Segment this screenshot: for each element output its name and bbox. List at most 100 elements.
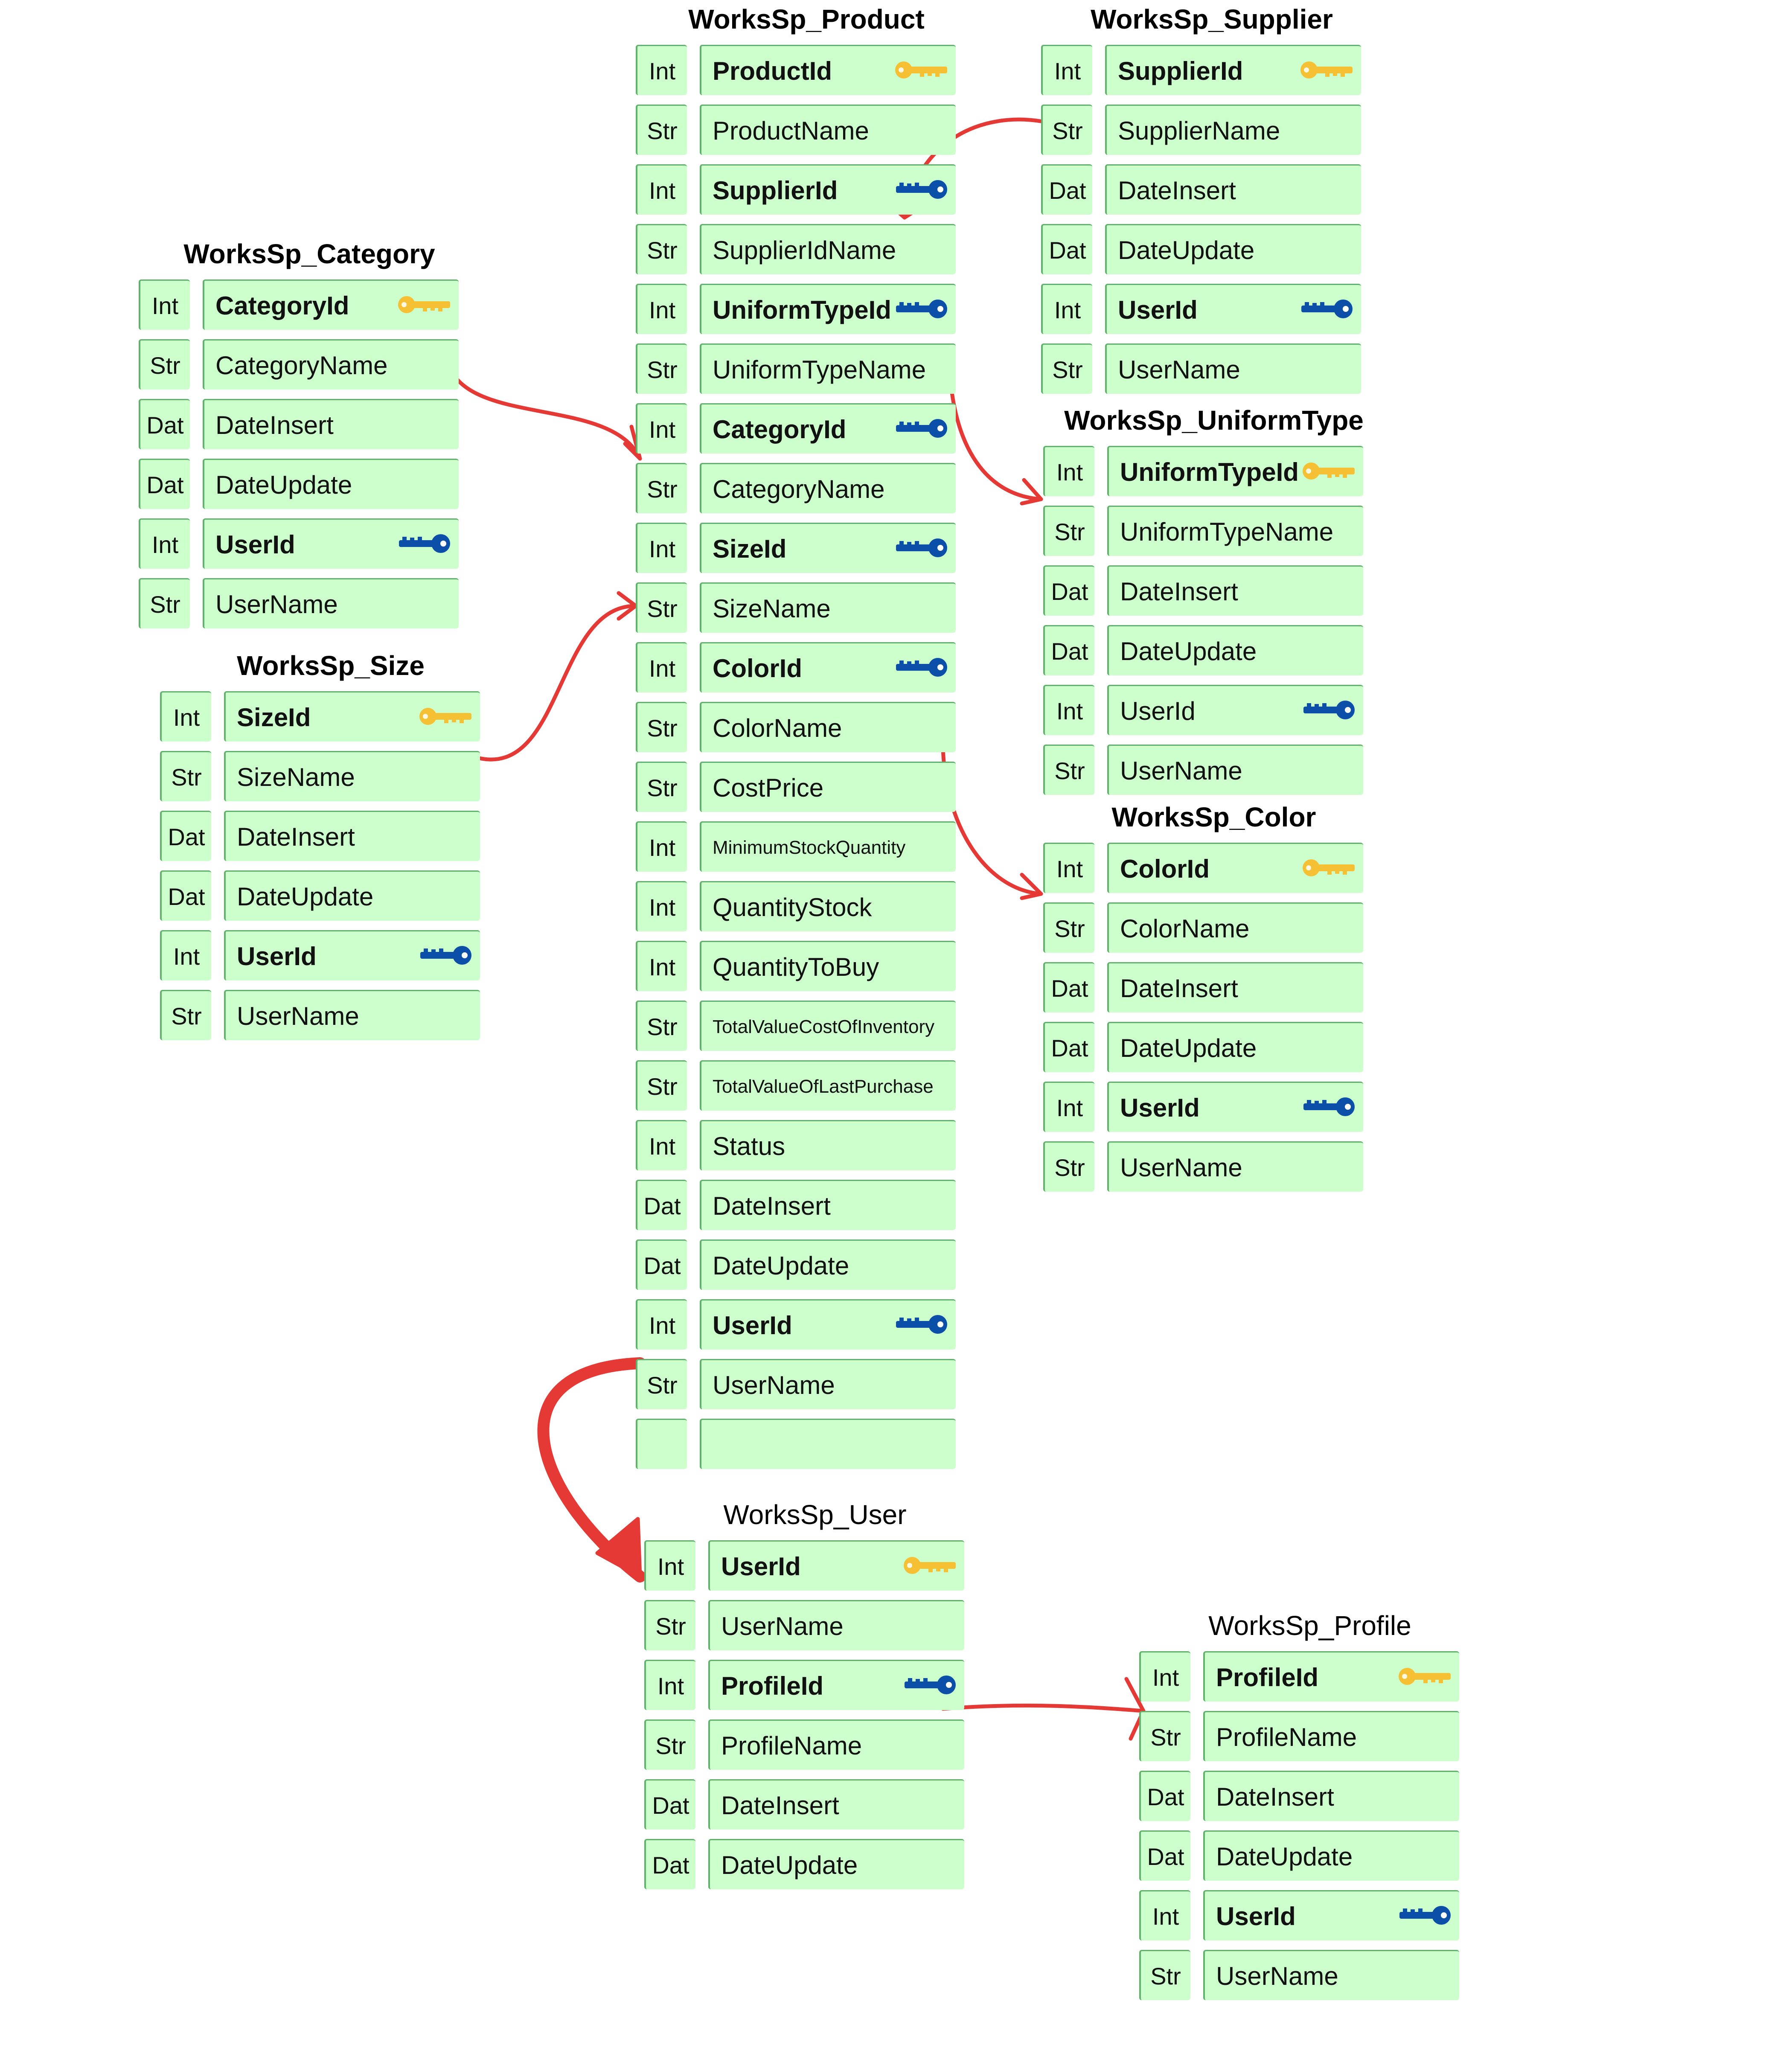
field-name: SupplierName xyxy=(1105,105,1361,155)
field-name: DateUpdate xyxy=(700,1239,956,1290)
field-type: Int xyxy=(139,279,190,330)
field-type: Str xyxy=(139,339,190,390)
field-name xyxy=(700,1419,956,1469)
field-type: Int xyxy=(636,284,687,334)
field-type: Int xyxy=(636,1120,687,1170)
field-name: UserName xyxy=(1107,745,1363,795)
field-name: UserName xyxy=(708,1600,964,1650)
field-row: Str ProfileName xyxy=(644,1719,986,1770)
field-name: UserName xyxy=(203,578,459,628)
field-type: Str xyxy=(1139,1711,1190,1761)
foreign-key-icon xyxy=(892,537,951,559)
field-name: ColorName xyxy=(700,702,956,752)
arrowhead xyxy=(1020,478,1043,506)
relationship-arrow xyxy=(537,1357,646,1583)
field-type: Dat xyxy=(160,870,211,921)
foreign-key-icon xyxy=(416,945,476,966)
field-type: Dat xyxy=(1139,1771,1190,1821)
field-type: Int xyxy=(636,403,687,454)
field-name: UserName xyxy=(1105,343,1361,394)
field-name: DateUpdate xyxy=(203,459,459,509)
field-row: Dat DateInsert xyxy=(1139,1771,1481,1821)
field-name: UserName xyxy=(1107,1141,1363,1192)
foreign-key-icon xyxy=(892,418,951,439)
field-type: Str xyxy=(644,1719,695,1770)
field-row xyxy=(636,1419,977,1469)
field-name: SizeName xyxy=(224,751,480,801)
field-type: Int xyxy=(644,1540,695,1591)
relationship-arrow xyxy=(474,604,638,762)
field-name: UserId xyxy=(1203,1890,1459,1940)
field-type: Int xyxy=(139,518,190,569)
field-type: Dat xyxy=(1043,565,1094,616)
field-type: Str xyxy=(1043,506,1094,556)
field-type: Int xyxy=(1043,843,1094,893)
primary-key-icon xyxy=(900,1555,960,1576)
field-name: ProfileName xyxy=(708,1719,964,1770)
primary-key-icon xyxy=(1299,460,1359,482)
table-title: WorksSp_Supplier xyxy=(1091,4,1333,35)
arrowhead xyxy=(1020,873,1043,900)
field-name: UniformTypeName xyxy=(700,343,956,394)
field-type: Str xyxy=(160,751,211,801)
field-type: Str xyxy=(636,463,687,513)
field-name: DateUpdate xyxy=(1107,1022,1363,1072)
field-type: Str xyxy=(1043,902,1094,953)
field-type: Dat xyxy=(636,1180,687,1230)
field-type: Int xyxy=(1043,446,1094,496)
field-type: Int xyxy=(636,941,687,991)
field-type: Int xyxy=(160,691,211,742)
field-name: ProfileName xyxy=(1203,1711,1459,1761)
foreign-key-icon xyxy=(1395,1905,1455,1926)
field-name: CategoryName xyxy=(203,339,459,390)
field-type: Int xyxy=(160,930,211,980)
field-name: UserName xyxy=(1203,1950,1459,2000)
field-row: Str SizeName xyxy=(160,751,501,801)
field-type: Dat xyxy=(1043,1022,1094,1072)
field-name: CategoryId xyxy=(700,403,956,454)
field-name: UniformTypeId xyxy=(700,284,956,334)
field-name: SupplierIdName xyxy=(700,224,956,274)
field-type: Dat xyxy=(1041,164,1092,215)
field-name: DateInsert xyxy=(1203,1771,1459,1821)
field-type: Int xyxy=(1041,284,1092,334)
field-type: Int xyxy=(636,821,687,872)
field-type: Int xyxy=(636,523,687,573)
field-type: Str xyxy=(636,224,687,274)
table-title: WorksSp_User xyxy=(723,1499,907,1530)
field-row: Str CategoryName xyxy=(139,339,480,390)
field-name: QuantityToBuy xyxy=(700,941,956,991)
field-type: Str xyxy=(636,1359,687,1409)
foreign-key-icon xyxy=(1299,699,1359,721)
field-name: CategoryId xyxy=(203,279,459,330)
field-type: Int xyxy=(636,164,687,215)
